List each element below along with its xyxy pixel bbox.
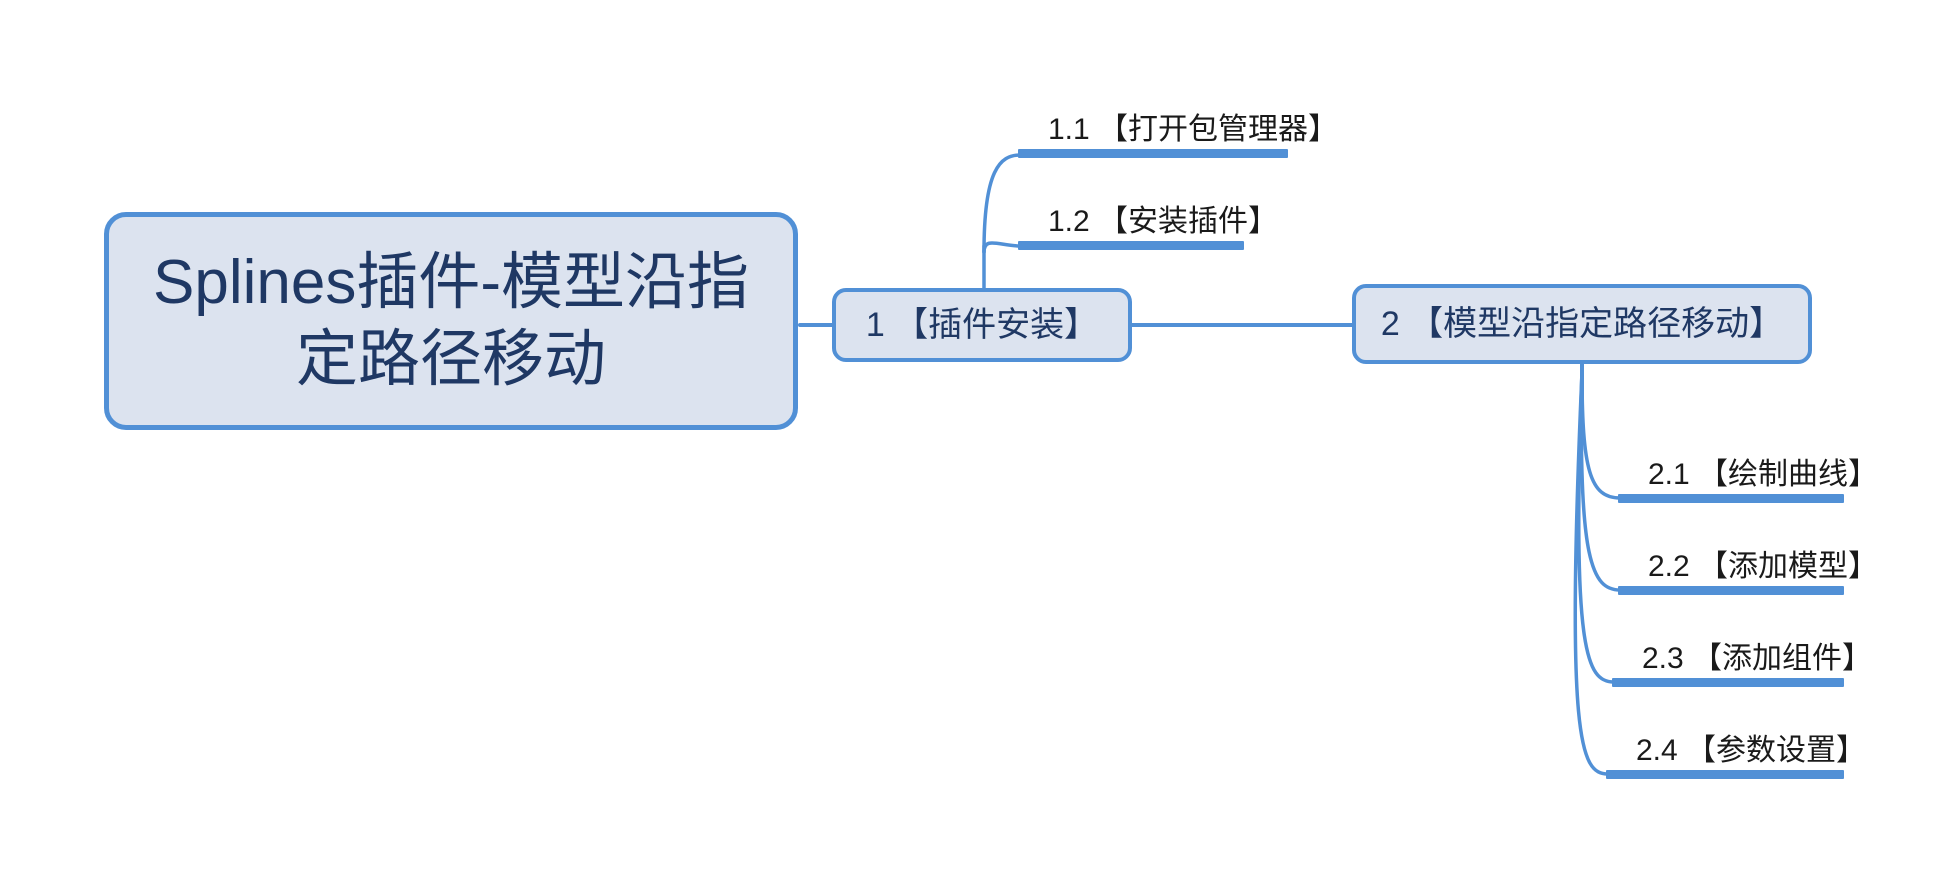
leaf-node-1-1[interactable]: 1.1 【打开包管理器】	[1018, 98, 1338, 158]
leaf-node-2-4-label: 2.4 【参数设置】	[1636, 734, 1867, 767]
leaf-node-1-2-label: 1.2 【安装插件】	[1048, 205, 1279, 238]
root-node-label: Splines插件-模型沿指 定路径移动	[153, 244, 749, 399]
leaf-node-2-2[interactable]: 2.2 【添加模型】	[1618, 535, 1878, 595]
leaf-node-2-1[interactable]: 2.1 【绘制曲线】	[1618, 443, 1878, 503]
connector-branch-1-to-node-1-2	[982, 241, 1022, 254]
connector-branch-1-to-node-1-1	[982, 153, 1022, 254]
leaf-node-1-2-underline	[1018, 241, 1244, 250]
leaf-node-2-2-underline	[1618, 586, 1844, 595]
root-node-label-line-2: 定路径移动	[295, 325, 606, 394]
leaf-node-2-3-label: 2.3 【添加组件】	[1642, 642, 1873, 675]
leaf-node-2-2-label: 2.2 【添加模型】	[1648, 550, 1879, 583]
branch-node-1-label: 1 【插件安装】	[865, 305, 1099, 344]
leaf-node-2-4-underline	[1606, 770, 1844, 779]
leaf-node-2-3-underline	[1612, 678, 1844, 687]
leaf-node-2-3[interactable]: 2.3 【添加组件】	[1612, 627, 1872, 687]
leaf-node-2-1-label: 2.1 【绘制曲线】	[1648, 458, 1879, 491]
branch-node-1[interactable]: 1 【插件安装】	[832, 288, 1132, 362]
connector-branch-2-to-node-2-4	[1573, 370, 1610, 776]
connector-branch-2-to-node-2-2	[1579, 370, 1622, 592]
leaf-node-2-1-underline	[1618, 494, 1844, 503]
leaf-node-1-1-label: 1.1 【打开包管理器】	[1048, 113, 1339, 146]
branch-node-2-label: 2 【模型沿指定路径移动】	[1380, 304, 1784, 343]
root-node[interactable]: Splines插件-模型沿指 定路径移动	[104, 212, 798, 430]
branch-node-2[interactable]: 2 【模型沿指定路径移动】	[1352, 284, 1812, 364]
leaf-node-1-1-underline	[1018, 149, 1288, 158]
root-node-label-line-1: Splines插件-模型沿指	[153, 247, 749, 317]
leaf-node-2-4[interactable]: 2.4 【参数设置】	[1606, 719, 1866, 779]
leaf-node-1-2[interactable]: 1.2 【安装插件】	[1018, 190, 1278, 250]
connector-branch-2-to-node-2-1	[1580, 370, 1622, 500]
